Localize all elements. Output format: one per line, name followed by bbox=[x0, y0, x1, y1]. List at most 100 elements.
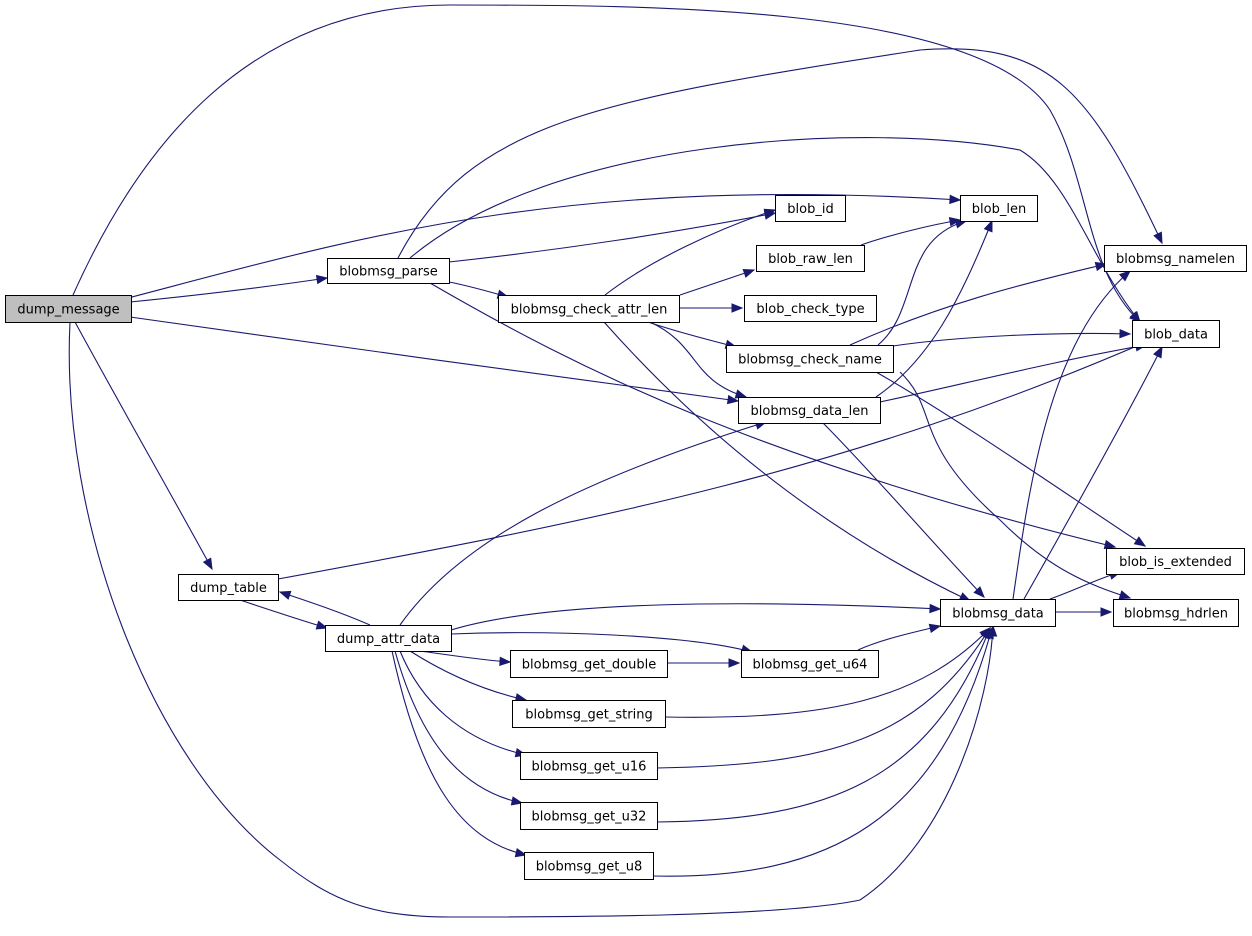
edge-dump_attr_data-to-blobmsg_data bbox=[450, 603, 942, 631]
node-box bbox=[510, 650, 668, 678]
node-box bbox=[512, 700, 666, 728]
node-blobmsg_check_attr_len[interactable]: blobmsg_check_attr_len bbox=[498, 295, 680, 323]
edge-layer bbox=[68, 4, 1163, 918]
arrowhead bbox=[1094, 261, 1108, 272]
edge-blobmsg_get_u16-to-blobmsg_data bbox=[656, 626, 991, 769]
node-box bbox=[960, 195, 1038, 222]
arrowhead bbox=[728, 658, 741, 668]
arrowhead bbox=[983, 219, 993, 233]
node-blobmsg_namelen[interactable]: blobmsg_namelen bbox=[1104, 245, 1247, 272]
arrowhead bbox=[1153, 231, 1163, 245]
node-label: blobmsg_hdrlen bbox=[1124, 607, 1228, 622]
arrowhead bbox=[763, 208, 777, 218]
node-dump_attr_data[interactable]: dump_attr_data bbox=[325, 625, 452, 652]
arrowhead bbox=[1153, 345, 1163, 359]
arrowhead bbox=[949, 194, 962, 205]
edge-blobmsg_parse-to-blob_id bbox=[448, 210, 777, 263]
node-label: blob_data bbox=[1144, 328, 1208, 343]
arrowhead bbox=[984, 626, 994, 640]
edge-blobmsg_data_len-to-blob_data bbox=[879, 342, 1148, 403]
edge-dump_attr_data-to-blobmsg_get_u16 bbox=[399, 650, 528, 758]
edge-dump_message-to-dump_table bbox=[74, 321, 213, 571]
edge-blobmsg_check_attr_len-to-blob_check_type bbox=[678, 303, 744, 313]
node-blob_id[interactable]: blob_id bbox=[775, 195, 846, 222]
node-blob_is_extended[interactable]: blob_is_extended bbox=[1106, 548, 1245, 575]
arrowhead bbox=[1129, 310, 1141, 324]
node-blobmsg_data_len[interactable]: blobmsg_data_len bbox=[738, 397, 881, 424]
node-label: dump_attr_data bbox=[337, 632, 440, 647]
node-blobmsg_get_double[interactable]: blobmsg_get_double bbox=[510, 650, 668, 678]
node-box bbox=[738, 397, 881, 424]
node-box bbox=[744, 295, 877, 322]
arrowhead bbox=[1103, 539, 1117, 550]
node-blobmsg_hdrlen[interactable]: blobmsg_hdrlen bbox=[1113, 599, 1239, 627]
node-blobmsg_get_u32[interactable]: blobmsg_get_u32 bbox=[520, 802, 658, 830]
arrowhead bbox=[278, 590, 292, 600]
arrowhead bbox=[742, 268, 756, 278]
edge-blobmsg_check_attr_len-to-blob_id bbox=[604, 208, 777, 296]
arrowhead bbox=[1119, 328, 1132, 339]
edge-dump_message-to-blob_len bbox=[127, 194, 962, 299]
edge-dump_table-to-dump_attr_data bbox=[239, 599, 329, 630]
node-box bbox=[524, 852, 654, 880]
node-box bbox=[1104, 245, 1247, 272]
node-label: blobmsg_get_double bbox=[522, 658, 656, 673]
edge-blob_raw_len-to-blob_len bbox=[860, 217, 962, 246]
node-blobmsg_parse[interactable]: blobmsg_parse bbox=[327, 258, 450, 284]
node-blobmsg_data[interactable]: blobmsg_data bbox=[940, 599, 1056, 627]
node-label: blobmsg_data_len bbox=[751, 404, 869, 419]
node-blobmsg_check_name[interactable]: blobmsg_check_name bbox=[726, 345, 894, 373]
edge-blobmsg_data_len-to-blobmsg_data bbox=[822, 422, 985, 598]
node-label: blobmsg_get_u32 bbox=[532, 810, 647, 825]
edge-blobmsg_check_name-to-blob_is_extended bbox=[875, 371, 1147, 547]
arrowhead bbox=[202, 557, 213, 571]
node-box bbox=[498, 295, 680, 323]
arrowhead bbox=[726, 394, 740, 405]
edge-blobmsg_check_attr_len-to-blobmsg_data_len bbox=[649, 321, 748, 399]
arrowhead bbox=[315, 274, 329, 285]
node-label: blob_len bbox=[972, 202, 1026, 217]
edge-dump_message-to-blob_data bbox=[72, 4, 1141, 323]
arrowhead bbox=[734, 389, 748, 399]
edge-dump_attr_data-to-blobmsg_get_u32 bbox=[394, 650, 524, 806]
node-dump_message[interactable]: dump_message bbox=[5, 295, 132, 323]
node-box bbox=[327, 258, 450, 284]
edge-blobmsg_parse-to-blob_data bbox=[409, 137, 1141, 324]
node-box bbox=[741, 650, 879, 678]
node-label: blobmsg_data bbox=[952, 607, 1044, 622]
edge-blobmsg_check_attr_len-to-blob_raw_len bbox=[679, 268, 756, 296]
node-blobmsg_get_u8[interactable]: blobmsg_get_u8 bbox=[524, 852, 654, 880]
node-dump_table[interactable]: dump_table bbox=[178, 574, 279, 601]
arrowhead bbox=[510, 796, 524, 806]
node-blob_len[interactable]: blob_len bbox=[960, 195, 1038, 222]
node-label: blobmsg_get_u8 bbox=[536, 860, 643, 875]
node-label: blobmsg_namelen bbox=[1116, 252, 1235, 267]
node-blob_data[interactable]: blob_data bbox=[1132, 320, 1220, 348]
edge-blobmsg_get_double-to-blobmsg_get_u64 bbox=[667, 658, 741, 668]
node-label: dump_table bbox=[190, 581, 267, 596]
node-box bbox=[1132, 320, 1220, 348]
node-label: blobmsg_get_u16 bbox=[532, 760, 647, 775]
node-box bbox=[756, 245, 865, 272]
node-layer: dump_message blobmsg_parse dump_table dump_… bbox=[5, 195, 1247, 880]
edge-blobmsg_data_len-to-blob_len bbox=[875, 219, 993, 398]
node-box bbox=[5, 295, 132, 323]
edge-dump_message-to-blobmsg_parse bbox=[129, 274, 329, 303]
node-blobmsg_get_u16[interactable]: blobmsg_get_u16 bbox=[520, 752, 658, 780]
node-label: blobmsg_check_attr_len bbox=[511, 303, 668, 318]
arrowhead bbox=[514, 848, 528, 858]
edge-dump_attr_data-to-dump_table bbox=[278, 590, 371, 626]
edge-dump_attr_data-to-blobmsg_get_string bbox=[409, 650, 528, 703]
node-blob_raw_len[interactable]: blob_raw_len bbox=[756, 245, 865, 272]
edge-blobmsg_check_name-to-blobmsg_hdrlen bbox=[899, 371, 1132, 600]
edge-blobmsg_parse-to-blobmsg_namelen bbox=[397, 48, 1163, 259]
node-blobmsg_get_string[interactable]: blobmsg_get_string bbox=[512, 700, 666, 728]
node-box bbox=[178, 574, 279, 601]
arrowhead bbox=[731, 303, 744, 313]
arrowhead bbox=[1118, 270, 1132, 282]
node-blob_check_type[interactable]: blob_check_type bbox=[744, 295, 877, 322]
node-label: blobmsg_check_name bbox=[738, 353, 882, 368]
node-label: blob_raw_len bbox=[768, 252, 853, 267]
node-blobmsg_get_u64[interactable]: blobmsg_get_u64 bbox=[741, 650, 879, 678]
